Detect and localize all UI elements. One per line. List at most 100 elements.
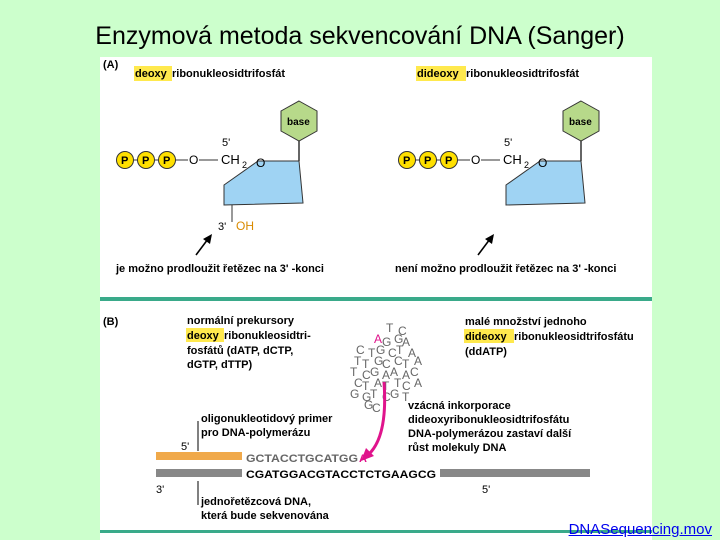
five-prime-label: 5' — [222, 137, 230, 149]
deoxy-nucleotide: base P P P O CH 2 O 5' 3' OH — [116, 100, 318, 256]
ch2-label: CH — [503, 152, 522, 167]
five-prime-label: 5' — [504, 137, 512, 149]
right-title-rest: ribonukleosidtrifosfát — [466, 68, 579, 80]
slide-title: Enzymová metoda sekvencování DNA (Sanger… — [95, 22, 625, 50]
cloud-letter: A — [414, 376, 422, 390]
panel-b-label: (B) — [103, 316, 119, 328]
cloud-letter: T — [402, 390, 410, 404]
cloud-letter: T — [370, 387, 378, 401]
cloud-letter: C — [382, 357, 391, 371]
cloud-letter: G — [374, 354, 383, 368]
right-title-dideoxy: dideoxy — [417, 68, 459, 80]
template-bar-right — [440, 469, 590, 477]
phosphate-label: P — [142, 155, 149, 167]
cloud-letter: A — [374, 376, 382, 390]
cloud-letter: T — [368, 346, 376, 360]
cloud-letter: C — [354, 376, 363, 390]
left-caption: je možno prodloužit řetězec na 3' -konci — [115, 263, 324, 275]
phosphate-label: P — [163, 155, 170, 167]
phosphate-label: P — [424, 155, 431, 167]
cloud-letter: A — [390, 365, 398, 379]
template-five-prime: 5' — [482, 484, 490, 496]
ch2-label: CH — [221, 152, 240, 167]
left-base-label: base — [287, 117, 310, 128]
cloud-letter: C — [382, 390, 391, 404]
right-caption: není možno prodloužit řetězec na 3' -kon… — [395, 263, 616, 275]
ring-oxygen: O — [256, 156, 265, 170]
precursor-highlight: deoxy — [187, 330, 220, 342]
rare-incorporation-line: DNA-polymerázou zastaví další — [408, 428, 572, 440]
oh-label: OH — [236, 219, 254, 233]
right-sugar-ring — [505, 160, 586, 206]
oxygen-label: O — [471, 153, 480, 167]
cloud-letter: C — [372, 401, 381, 415]
template-caption-line: která bude sekvenována — [201, 510, 330, 522]
cloud-letter: G — [350, 387, 359, 401]
cloud-letter: A — [414, 354, 422, 368]
small-amount-line: (ddATP) — [465, 346, 507, 358]
cloud-letter: C — [394, 354, 403, 368]
dideoxy-nucleotide: base P P P O CH 2 O 5' — [398, 100, 600, 256]
primer-bar — [156, 452, 242, 460]
cloud-letter: A — [402, 368, 410, 382]
cloud-letter: T — [396, 343, 404, 357]
small-amount-highlight: dideoxy — [465, 331, 507, 343]
precursor-line: ribonukleosidtri- — [224, 330, 311, 342]
left-title-deoxy: deoxy — [135, 68, 168, 80]
primer-caption-line: pro DNA-polymerázu — [201, 427, 310, 439]
template-three-prime: 3' — [156, 484, 164, 496]
cloud-letter: T — [386, 321, 394, 335]
phosphate-label: P — [403, 155, 410, 167]
phosphate-label: P — [445, 155, 452, 167]
cloud-letter: C — [356, 343, 365, 357]
terminal-dideoxy-base: A — [359, 453, 367, 465]
cloud-letter: T — [394, 376, 402, 390]
dideoxy-highlight-b — [464, 329, 514, 343]
primer-caption-line: oligonukleotidový primer — [201, 413, 333, 425]
cloud-letter: T — [362, 379, 370, 393]
deoxy-highlight-b — [186, 328, 224, 342]
rare-incorporation-line: růst molekuly DNA — [408, 442, 506, 454]
cloud-letter: G — [382, 335, 391, 349]
ring-oxygen: O — [538, 156, 547, 170]
cloud-letter: A — [408, 346, 416, 360]
cloud-letter: T — [354, 354, 362, 368]
template-bar-left — [156, 469, 242, 477]
cloud-letter: A — [374, 332, 382, 346]
video-link[interactable]: DNASequencing.mov — [568, 521, 712, 538]
cloud-letter: G — [362, 390, 371, 404]
precursor-line: fosfátů (dATP, dCTP, — [187, 345, 293, 357]
cloud-letter: G — [376, 343, 385, 357]
rare-incorporation-line: dideoxyribonukleosidtrifosfátu — [408, 414, 569, 426]
ch2-subscript: 2 — [242, 160, 247, 170]
panel-divider — [100, 297, 652, 301]
rare-incorporation-line: vzácná inkorporace — [408, 400, 511, 412]
extension-arrow — [195, 238, 209, 256]
cloud-letter: T — [382, 379, 390, 393]
cloud-letter: T — [350, 365, 358, 379]
small-amount-line: malé množství jednoho — [465, 316, 587, 328]
bottom-divider — [100, 530, 652, 533]
left-title-rest: ribonukleosidtrifosfát — [172, 68, 285, 80]
primer-five-prime: 5' — [181, 441, 189, 453]
incorporation-arrow — [366, 381, 387, 457]
dideoxy-highlight — [416, 66, 466, 81]
ch2-subscript: 2 — [524, 160, 529, 170]
cloud-letter: C — [398, 324, 407, 338]
template-sequence: CGATGGACGTACCTCTGAAGCG — [246, 469, 436, 481]
deoxy-highlight — [134, 66, 172, 81]
cloud-letter: G — [394, 332, 403, 346]
cloud-letter: C — [362, 368, 371, 382]
cloud-letter: A — [382, 368, 390, 382]
left-sugar-ring — [223, 160, 304, 206]
cloud-letter: C — [410, 365, 419, 379]
primer-sequence: GCTACCTGCATGG — [246, 453, 358, 465]
oxygen-label: O — [189, 153, 198, 167]
cloud-letter: C — [402, 379, 411, 393]
precursor-line: dGTP, dTTP) — [187, 359, 253, 371]
sanger-figure: (A) deoxy ribonukleosidtrifosfát dideoxy… — [100, 57, 652, 540]
cloud-letter: G — [390, 387, 399, 401]
template-caption-line: jednořetězcová DNA, — [200, 496, 311, 508]
extension-arrow — [477, 238, 491, 256]
